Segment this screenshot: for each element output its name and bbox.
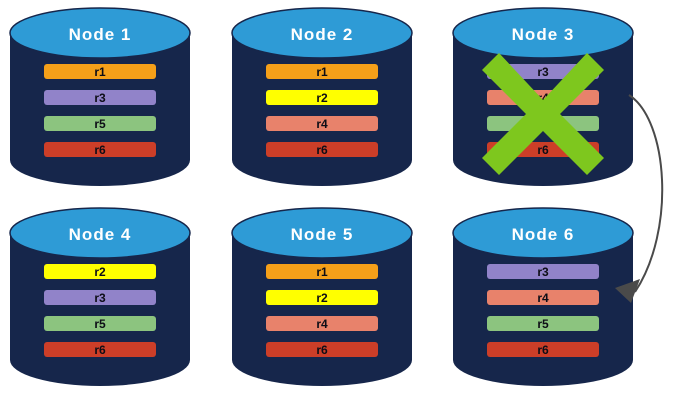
node-4-record-2-label: r5 xyxy=(94,317,106,331)
node-2-record-3-label: r6 xyxy=(316,143,328,157)
node-1-records: r1 r3 r5 r6 xyxy=(44,64,156,157)
node-2-record-2-bar[interactable] xyxy=(266,116,378,131)
node-4-record-0-label: r2 xyxy=(94,265,106,279)
node-5-record-3-label: r6 xyxy=(316,343,328,357)
node-6-record-2-bar[interactable] xyxy=(487,316,599,331)
node-6-records: r3 r4 r5 r6 xyxy=(487,264,599,357)
node-5-record-0-label: r1 xyxy=(316,265,328,279)
node-6-record-0-bar[interactable] xyxy=(487,264,599,279)
node-1-cylinder-top xyxy=(9,7,191,59)
node-3-record-3-label: r6 xyxy=(537,143,549,157)
node-1-record-3-bar[interactable] xyxy=(44,142,156,157)
node-1-record-2-bar[interactable] xyxy=(44,116,156,131)
node-1-record-0-label: r1 xyxy=(94,65,106,79)
node-4-cylinder-top xyxy=(9,207,191,259)
node-4-record-3-bar[interactable] xyxy=(44,342,156,357)
node-failure-x-icon xyxy=(482,53,604,175)
replication-arrow-curve xyxy=(628,94,664,293)
node-4[interactable]: Node 4 r2 r3 r5 r6 xyxy=(9,207,191,386)
node-3-cylinder-top xyxy=(452,7,634,59)
node-6-record-2-label: r5 xyxy=(537,317,549,331)
node-6-record-0-label: r3 xyxy=(537,265,549,279)
node-6-record-3-label: r6 xyxy=(537,343,549,357)
node-1-title: Node 1 xyxy=(69,25,132,44)
node-5-record-1-label: r2 xyxy=(316,291,328,305)
node-5-record-3-bar[interactable] xyxy=(266,342,378,357)
node-5-title: Node 5 xyxy=(291,225,354,244)
node-6-record-1-label: r4 xyxy=(537,291,549,305)
node-3[interactable]: Node 3 r3 r4 r5 r6 xyxy=(452,7,634,186)
node-1-record-3-label: r6 xyxy=(94,143,106,157)
node-4-record-1-label: r3 xyxy=(94,291,106,305)
node-1-record-1-label: r3 xyxy=(94,91,106,105)
node-6-record-3-bar[interactable] xyxy=(487,342,599,357)
node-5-records: r1 r2 r4 r6 xyxy=(266,264,378,357)
node-2-record-3-bar[interactable] xyxy=(266,142,378,157)
node-2-cylinder-top xyxy=(231,7,413,59)
node-5-record-2-bar[interactable] xyxy=(266,316,378,331)
node-6[interactable]: Node 6 r3 r4 r5 r6 xyxy=(452,207,634,386)
node-6-title: Node 6 xyxy=(512,225,575,244)
node-5[interactable]: Node 5 r1 r2 r4 r6 xyxy=(231,207,413,386)
node-2-title: Node 2 xyxy=(291,25,354,44)
node-4-record-2-bar[interactable] xyxy=(44,316,156,331)
node-3-record-1-label: r4 xyxy=(537,91,549,105)
node-2-records: r1 r2 r4 r6 xyxy=(266,64,378,157)
node-3-record-0-label: r3 xyxy=(537,65,549,79)
node-4-title: Node 4 xyxy=(69,225,132,244)
node-6-cylinder-top xyxy=(452,207,634,259)
replication-arrow xyxy=(615,94,664,303)
node-5-record-0-bar[interactable] xyxy=(266,264,378,279)
node-2-record-0-label: r1 xyxy=(316,65,328,79)
node-4-record-1-bar[interactable] xyxy=(44,290,156,305)
node-2-record-2-label: r4 xyxy=(316,117,328,131)
node-1-record-1-bar[interactable] xyxy=(44,90,156,105)
node-5-record-1-bar[interactable] xyxy=(266,290,378,305)
node-3-title: Node 3 xyxy=(512,25,575,44)
node-2-record-0-bar[interactable] xyxy=(266,64,378,79)
node-4-records: r2 r3 r5 r6 xyxy=(44,264,156,357)
node-2[interactable]: Node 2 r1 r2 r4 r6 xyxy=(231,7,413,186)
node-1-record-0-bar[interactable] xyxy=(44,64,156,79)
node-2-record-1-label: r2 xyxy=(316,91,328,105)
node-6-record-1-bar[interactable] xyxy=(487,290,599,305)
node-4-record-0-bar[interactable] xyxy=(44,264,156,279)
node-1-record-2-label: r5 xyxy=(94,117,106,131)
node-5-cylinder-top xyxy=(231,207,413,259)
node-1[interactable]: Node 1 r1 r3 r5 r6 xyxy=(9,7,191,186)
replication-arrow-head xyxy=(615,279,640,303)
node-4-record-3-label: r6 xyxy=(94,343,106,357)
node-5-record-2-label: r4 xyxy=(316,317,328,331)
node-2-record-1-bar[interactable] xyxy=(266,90,378,105)
